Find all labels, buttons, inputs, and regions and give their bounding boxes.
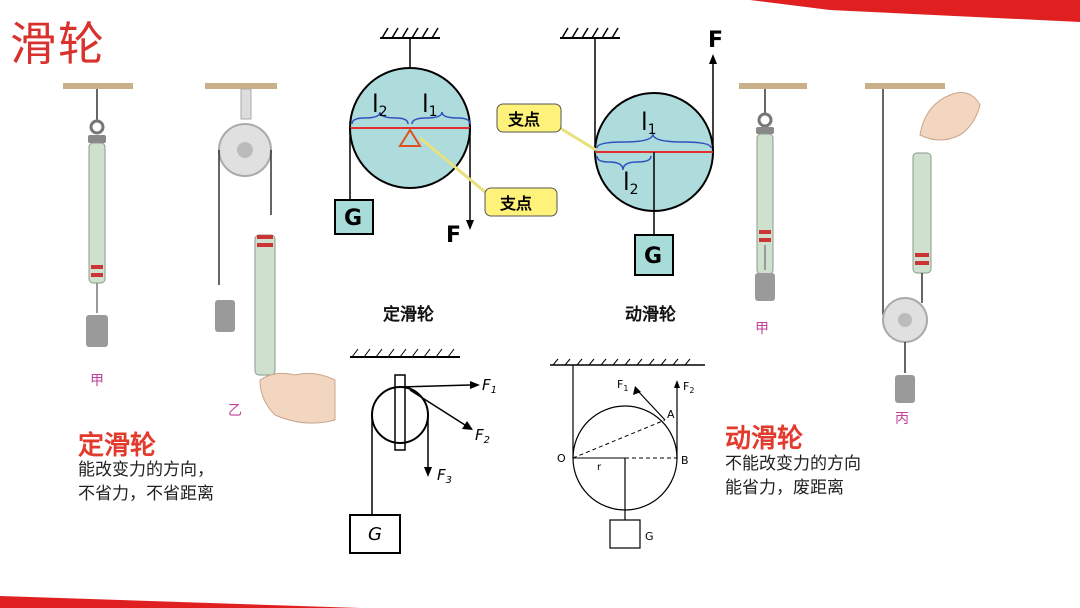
fixed-pulley-illustration — [63, 83, 336, 424]
label-yi: 乙 — [228, 403, 242, 419]
ceiling-bar-c — [739, 83, 807, 89]
label-f1: F1 — [617, 378, 628, 393]
weight-label: G — [344, 206, 362, 231]
spring-scale-yi — [254, 234, 276, 376]
bottom-red-bar — [0, 596, 360, 608]
label-jia-right: 甲 — [755, 321, 769, 337]
label-bing: 丙 — [895, 411, 909, 427]
fulcrum-callout — [484, 187, 558, 217]
weight-label: G — [368, 524, 382, 545]
fulcrum-label: 支点 — [499, 194, 532, 213]
movable-pulley-description: 不能改变力的方向 能省力，废距离 — [725, 454, 861, 498]
weight-jia-right — [755, 273, 775, 301]
movable-pulley-heading: 动滑轮 — [725, 424, 804, 454]
fixed-pulley-lever-diagram: l2 l1 G F 支点 — [334, 27, 558, 248]
top-red-bar — [750, 0, 1080, 22]
weight-box — [334, 199, 374, 235]
label-l1: l1 — [641, 108, 657, 138]
label-f2: F2 — [475, 426, 490, 446]
label-l2: l2 — [623, 168, 639, 198]
weight-label: G — [645, 530, 654, 543]
label-f1: F1 — [482, 376, 497, 396]
movable-pulley-illustration — [739, 83, 981, 403]
label-f3: F3 — [437, 466, 452, 486]
fulcrum-callout — [496, 103, 562, 133]
force-label: F — [708, 28, 723, 53]
fulcrum-label: 支点 — [507, 110, 540, 129]
label-f2: F2 — [683, 380, 694, 395]
point-b: B — [681, 454, 689, 467]
point-o: O — [557, 452, 566, 465]
weight-bing — [895, 375, 915, 403]
ceiling-bar-d — [865, 83, 945, 89]
movable-pulley-lever-diagram: F l1 l2 G 支点 — [496, 27, 723, 276]
fixed-pulley-description: 能改变力的方向， 不省力，不省距离 — [78, 460, 214, 504]
slide-title: 滑轮 — [10, 17, 106, 71]
ceiling-bar-b — [205, 83, 277, 89]
fixed-pulley-caption: 定滑轮 — [383, 305, 434, 325]
fixed-pulley-force-diagram: G F1 F2 F3 — [349, 348, 497, 554]
weight-yi — [215, 300, 235, 332]
ceiling-bar-a — [63, 83, 133, 89]
point-a: A — [667, 408, 675, 421]
spring-scale-jia — [88, 142, 106, 284]
movable-pulley-caption: 动滑轮 — [625, 305, 676, 325]
radius-label: r — [597, 462, 602, 473]
force-label: F — [446, 223, 461, 248]
weight-jia — [86, 315, 108, 347]
label-l1: l1 — [422, 90, 438, 120]
hand-image — [259, 372, 336, 424]
weight-box — [634, 234, 674, 276]
fixed-pulley-heading: 定滑轮 — [78, 431, 157, 461]
label-jia-left: 甲 — [90, 373, 104, 389]
weight-label: G — [644, 244, 662, 269]
hand-image — [919, 92, 981, 141]
label-l2: l2 — [372, 90, 388, 120]
movable-pulley-geometry-diagram: G O B A r F1 F2 — [550, 358, 705, 549]
